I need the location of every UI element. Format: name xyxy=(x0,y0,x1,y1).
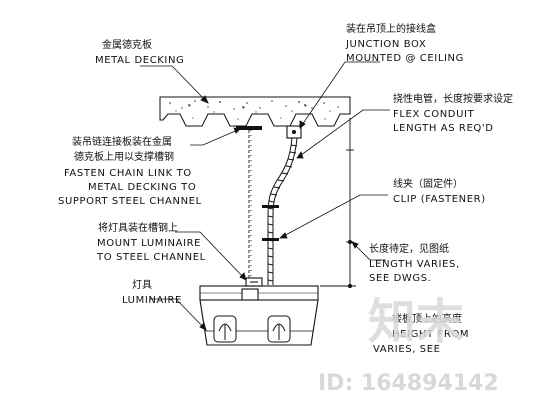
label-junction-box: 装在吊顶上的接线盒 JUNCTION BOX MOUNTED @ CEILING xyxy=(345,22,464,64)
junction-box-en2: MOUNTED @ CEILING xyxy=(346,53,464,64)
label-length-varies: 长度待定，见图纸 LENGTH VARIES, SEE DWGS. xyxy=(369,242,460,284)
luminaire-lamps xyxy=(213,315,291,343)
length-varies-en2: SEE DWGS. xyxy=(369,273,431,284)
support-chain xyxy=(248,130,252,280)
metal-decking-slab xyxy=(159,96,351,127)
watermark-id: ID: 164894142 xyxy=(318,371,499,396)
clip-cn: 线夹（固定件） xyxy=(393,177,463,190)
watermark: 知末 ID: 164894142 xyxy=(318,294,499,396)
luminaire-en: LUMINAIRE xyxy=(122,295,182,306)
fasten-chain-en2: METAL DECKING TO xyxy=(88,182,196,193)
metal-decking-cn: 金属德克板 xyxy=(102,38,152,51)
dimension-line xyxy=(320,118,356,289)
watermark-logo: 知末 xyxy=(368,294,464,350)
leader-lines xyxy=(140,61,390,331)
label-fasten-chain: 装吊链连接板装在金属 德克板上用以支撑槽钢 FASTEN CHAIN LINK … xyxy=(58,135,202,207)
flex-conduit-cn: 挠性电管，长度按要求设定 xyxy=(393,92,513,105)
conduit-clips xyxy=(262,205,279,241)
label-height-from: 楼板顶上的高度 HEIGHT FROM VARIES, SEE xyxy=(373,312,469,355)
slab-outline xyxy=(159,96,351,127)
length-varies-cn: 长度待定，见图纸 xyxy=(369,242,449,255)
label-luminaire: 灯具 LUMINAIRE xyxy=(122,279,182,306)
metal-decking-en: METAL DECKING xyxy=(95,55,184,66)
junction-box-en1: JUNCTION BOX xyxy=(345,39,426,50)
fasten-chain-en3: SUPPORT STEEL CHANNEL xyxy=(58,196,202,207)
steel-channel xyxy=(245,277,263,287)
mount-luminaire-cn: 将灯具装在槽钢上 xyxy=(98,221,178,234)
luminaire-cn: 灯具 xyxy=(132,279,152,291)
concrete-stipple xyxy=(169,100,339,120)
length-varies-en1: LENGTH VARIES, xyxy=(369,259,460,270)
junction-box xyxy=(286,125,302,139)
fasten-chain-cn1: 装吊链连接板装在金属 xyxy=(72,135,172,148)
height-from-en2: VARIES, SEE xyxy=(373,344,441,355)
fasten-chain-cn2: 德克板上用以支撑槽钢 xyxy=(74,150,174,163)
flex-conduit-en2: LENGTH AS REQ'D xyxy=(393,123,494,134)
flex-conduit-en1: FLEX CONDUIT xyxy=(393,109,475,120)
label-flex-conduit: 挠性电管，长度按要求设定 FLEX CONDUIT LENGTH AS REQ'… xyxy=(393,92,513,134)
label-mount-luminaire: 将灯具装在槽钢上 MOUNT LUMINAIRE TO STEEL CHANNE… xyxy=(96,221,206,263)
label-clip: 线夹（固定件） CLIP (FASTENER) xyxy=(393,177,486,205)
clip-en: CLIP (FASTENER) xyxy=(393,194,486,205)
flex-conduit xyxy=(267,137,298,285)
height-from-cn: 楼板顶上的高度 xyxy=(392,312,462,325)
mount-luminaire-en2: TO STEEL CHANNEL xyxy=(96,252,206,263)
chain-link-plate xyxy=(236,126,262,130)
fasten-chain-en1: FASTEN CHAIN LINK TO xyxy=(64,168,192,179)
height-from-en1: HEIGHT FROM xyxy=(392,329,469,340)
junction-box-cn: 装在吊顶上的接线盒 xyxy=(346,22,436,35)
mount-luminaire-en1: MOUNT LUMINAIRE xyxy=(97,238,201,249)
label-metal-decking: 金属德克板 METAL DECKING xyxy=(95,38,184,66)
